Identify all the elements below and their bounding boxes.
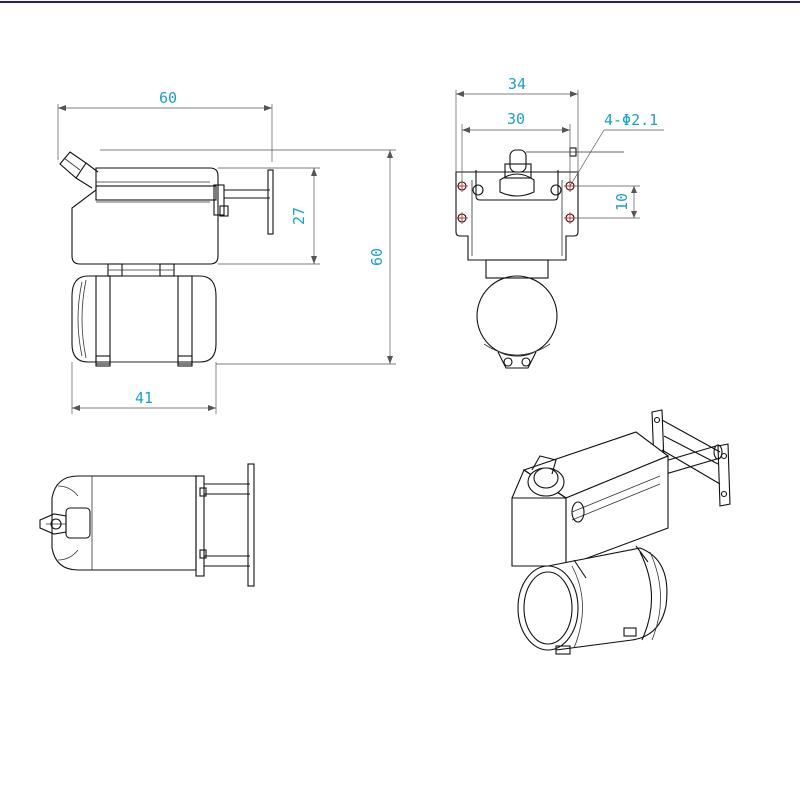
mount-bracket bbox=[224, 169, 274, 235]
dim-41-label: 41 bbox=[135, 389, 153, 407]
dimension-tank-height: 27 bbox=[218, 167, 320, 265]
iso-filler bbox=[527, 455, 565, 497]
tank-straps bbox=[107, 263, 175, 277]
cylinder-reservoir bbox=[71, 275, 217, 367]
dim-60-side-label: 60 bbox=[368, 248, 386, 266]
dim-hole-callout-label: 4-Φ2.1 bbox=[604, 111, 658, 129]
dim-27-label: 27 bbox=[290, 207, 308, 225]
top-view bbox=[39, 463, 255, 587]
tank-body bbox=[71, 167, 229, 265]
dim-60-top-label: 60 bbox=[159, 89, 177, 107]
iso-cylinder bbox=[517, 545, 668, 655]
filler-neck bbox=[59, 151, 99, 189]
mounting-flange bbox=[455, 170, 579, 261]
filler-cap bbox=[499, 147, 624, 197]
iso-tank bbox=[511, 431, 670, 567]
dimension-total-height: 60 bbox=[100, 149, 396, 365]
cylinder-end-view bbox=[476, 259, 558, 369]
dimension-width-bottom: 41 bbox=[71, 362, 217, 414]
side-view: 34 30 4-Φ2.1 10 bbox=[455, 75, 664, 369]
isometric-view bbox=[511, 409, 731, 655]
top-view-cap bbox=[39, 507, 91, 539]
dimension-outer-width: 34 bbox=[455, 75, 579, 172]
top-view-bracket bbox=[195, 463, 255, 587]
dim-10-label: 10 bbox=[613, 193, 631, 211]
front-view: 60 27 60 41 bbox=[57, 89, 396, 414]
dim-34-label: 34 bbox=[508, 75, 526, 93]
dimension-width-top: 60 bbox=[57, 89, 273, 162]
dim-30-label: 30 bbox=[507, 110, 525, 128]
dimension-vertical-spacing: 10 bbox=[576, 185, 640, 219]
dimension-hole-spacing: 30 bbox=[461, 110, 571, 182]
hole-callout: 4-Φ2.1 bbox=[569, 111, 664, 187]
